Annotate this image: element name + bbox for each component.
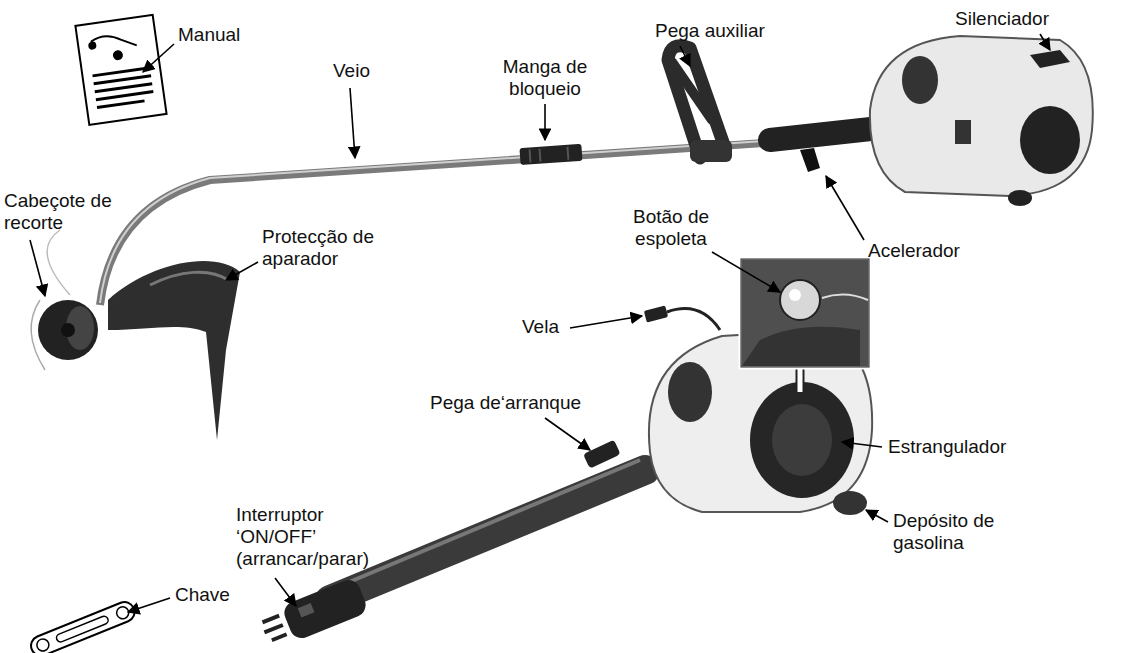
part-label: Acelerador <box>868 240 988 262</box>
part-label: Depósito de gasolina <box>893 510 1005 554</box>
locking-sleeve <box>519 144 582 165</box>
cutting-head <box>31 230 98 370</box>
part-label: Vela <box>522 316 582 338</box>
aux-handle <box>668 46 732 162</box>
part-label: Manual <box>178 24 288 46</box>
rear-grip <box>770 128 880 140</box>
engine-housing-detail <box>583 305 872 515</box>
handle-tube <box>330 470 645 600</box>
engine-housing <box>870 36 1093 206</box>
part-label: Chave <box>175 584 255 606</box>
leader-lines <box>30 34 1050 612</box>
part-label: Cabeçote de recorte <box>4 190 120 234</box>
part-label: Interruptor ‘ON/OFF’ (arrancar/parar) <box>236 504 384 570</box>
primer-inset <box>740 258 870 368</box>
muffler <box>1030 50 1070 68</box>
part-label: Silenciador <box>955 8 1085 30</box>
switch-grip <box>258 576 370 651</box>
part-label: Pega de‘arranque <box>430 392 600 414</box>
trimmer-guard <box>108 261 240 440</box>
part-label: Estrangulador <box>888 436 1028 458</box>
part-label: Pega auxiliar <box>655 20 785 42</box>
manual-sheet <box>75 15 166 125</box>
wrench <box>28 599 137 653</box>
part-label: Protecção de aparador <box>262 226 384 270</box>
part-label: Botão de espoleta <box>620 206 722 250</box>
part-label: Veio <box>333 60 413 82</box>
throttle <box>800 148 820 172</box>
part-label: Manga de bloqueio <box>497 56 593 100</box>
